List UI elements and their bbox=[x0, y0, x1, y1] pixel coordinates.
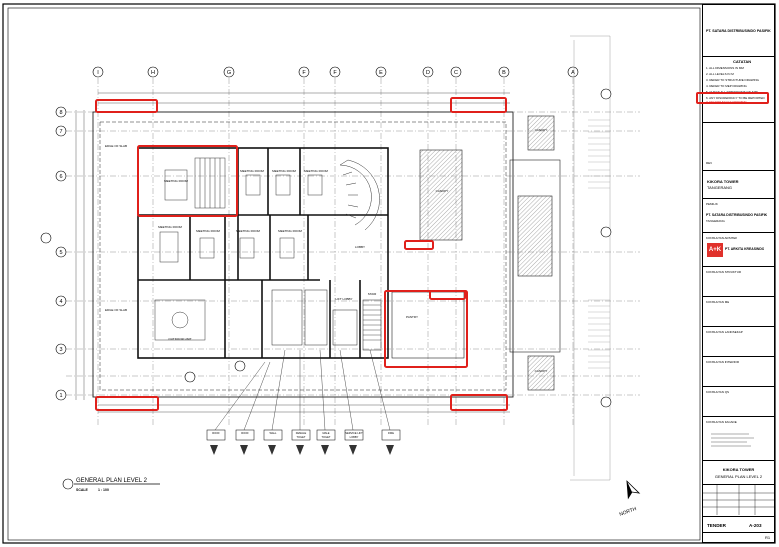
grid-label-top: H bbox=[151, 70, 155, 76]
room-label: MEETING ROOM bbox=[236, 229, 260, 233]
room-label: PANTRY bbox=[406, 315, 418, 319]
room-label: MEETING ROOM bbox=[240, 169, 264, 173]
room-label: MEETING ROOM bbox=[304, 169, 328, 173]
architect-name: PT. ARKITA KREASINDO bbox=[725, 247, 765, 251]
grid-label-top: A bbox=[571, 70, 575, 76]
north-label: NORTH bbox=[619, 506, 638, 518]
owner-city: TANGERANG bbox=[706, 219, 725, 223]
callout-label: TOILET bbox=[321, 435, 330, 439]
note-line: 4. REFER TO MEP DRAWING bbox=[706, 84, 747, 88]
room-label: EDGE OF SLAB bbox=[105, 308, 127, 312]
room-label: EDGE OF SLAB bbox=[105, 144, 127, 148]
room-label: CANOPY bbox=[535, 369, 548, 373]
notes-header: CATATAN bbox=[733, 59, 752, 64]
project-name: KIKORA TOWER bbox=[707, 179, 739, 184]
grid-label-left: 1 bbox=[59, 393, 62, 399]
plan-title: GENERAL PLAN LEVEL 2 bbox=[76, 478, 148, 484]
scale-value: 1 : 100 bbox=[98, 488, 109, 492]
grid-label-top: D bbox=[426, 70, 430, 76]
room-label: CANOPY bbox=[436, 189, 449, 193]
revision-header: REV bbox=[706, 161, 713, 165]
note-line: 2. ALL LEVELS IN M bbox=[706, 72, 734, 76]
grid-label-left: 8 bbox=[59, 110, 62, 116]
project-city: TANGERANG bbox=[707, 185, 733, 190]
owner-label: PEMILIK bbox=[706, 202, 718, 206]
room-label: MEETING ROOM bbox=[272, 169, 296, 173]
grid-label-left: 5 bbox=[59, 250, 62, 256]
grid-label-left: 6 bbox=[59, 174, 62, 180]
callout-label: FIRE bbox=[388, 431, 394, 435]
north-arrow-icon bbox=[626, 480, 641, 500]
grid-label-top: F bbox=[333, 70, 337, 76]
note-line: 6. ANY DISCREPANCY TO BE REPORTED bbox=[706, 96, 765, 100]
title-block: PT. SATARA DISTRIBUSINDO PASIFIK CATATAN… bbox=[702, 4, 775, 543]
architect-label: KONSULTAN ARSITEK bbox=[706, 236, 738, 240]
approval-stamp bbox=[711, 433, 754, 447]
grid-label-top: F bbox=[302, 70, 306, 76]
callout-label: SERVICE LIFT bbox=[345, 431, 363, 435]
scale-label: SCALE bbox=[76, 488, 89, 492]
grid-label-left: 4 bbox=[59, 299, 62, 305]
revision-number: R1 bbox=[765, 535, 771, 540]
room-label: MEETING ROOM bbox=[164, 179, 188, 183]
architect-logo: A+K bbox=[707, 243, 723, 257]
owner-name: PT. SATARA DISTRIBUSINDO PASIFIK bbox=[706, 213, 768, 217]
callout-label: ROOF bbox=[241, 431, 249, 435]
status-label: TENDER bbox=[707, 523, 726, 528]
room-label: MEETING ROOM bbox=[158, 225, 182, 229]
grid-label-top: C bbox=[454, 70, 458, 76]
consultant-label: KONSULTAN FACADE bbox=[706, 420, 737, 424]
note-highlight-box bbox=[696, 92, 769, 104]
room-label: MEETING ROOM bbox=[196, 229, 220, 233]
consultant-label: KONSULTAN STRUKTUR bbox=[706, 270, 742, 274]
sheet-number: A-203 bbox=[749, 523, 762, 528]
consultant-label: KONSULTAN INTERIOR bbox=[706, 360, 740, 364]
callout-label: WALL bbox=[270, 431, 278, 435]
room-label: LIFT LOBBY bbox=[336, 297, 353, 301]
callout-label: TOILET bbox=[296, 435, 305, 439]
room-label: STAIR bbox=[368, 292, 377, 296]
consultant-label: KONSULTAN ME bbox=[706, 300, 730, 304]
grid-label-top: B bbox=[502, 70, 506, 76]
consultant-label: KONSULTAN LANDSEKAP bbox=[706, 330, 743, 334]
grid-label-top: G bbox=[227, 70, 231, 76]
callout-label: FEMALE bbox=[296, 431, 307, 435]
grid-label-left: 7 bbox=[59, 129, 62, 135]
room-label: MEETING ROOM bbox=[278, 229, 302, 233]
drawing-title-project: KIKORA TOWER bbox=[722, 467, 755, 472]
callout-label: ROOF bbox=[212, 431, 220, 435]
grid-label-top: I bbox=[97, 70, 99, 76]
callout-label: MALE bbox=[322, 431, 329, 435]
room-label: OUTDOOR UNIT bbox=[168, 337, 191, 341]
consultant-label: KONSULTAN QS bbox=[706, 390, 730, 394]
note-line: 1. ALL DIMENSIONS IN MM bbox=[706, 66, 744, 70]
room-label: CANOPY bbox=[535, 128, 548, 132]
drawing-info-grid bbox=[703, 485, 774, 515]
drawing-title-name: GENERAL PLAN LEVEL 2 bbox=[714, 474, 763, 479]
note-line: 3. REFER TO STRUCTURE DRAWING bbox=[706, 78, 759, 82]
room-label: LOBBY bbox=[355, 245, 365, 249]
grid-label-top: E bbox=[379, 70, 383, 76]
company-name: PT. SATARA DISTRIBUSINDO PASIFIK bbox=[706, 29, 771, 33]
grid-label-left: 3 bbox=[59, 347, 62, 353]
callout-label: LOBBY bbox=[350, 435, 359, 439]
